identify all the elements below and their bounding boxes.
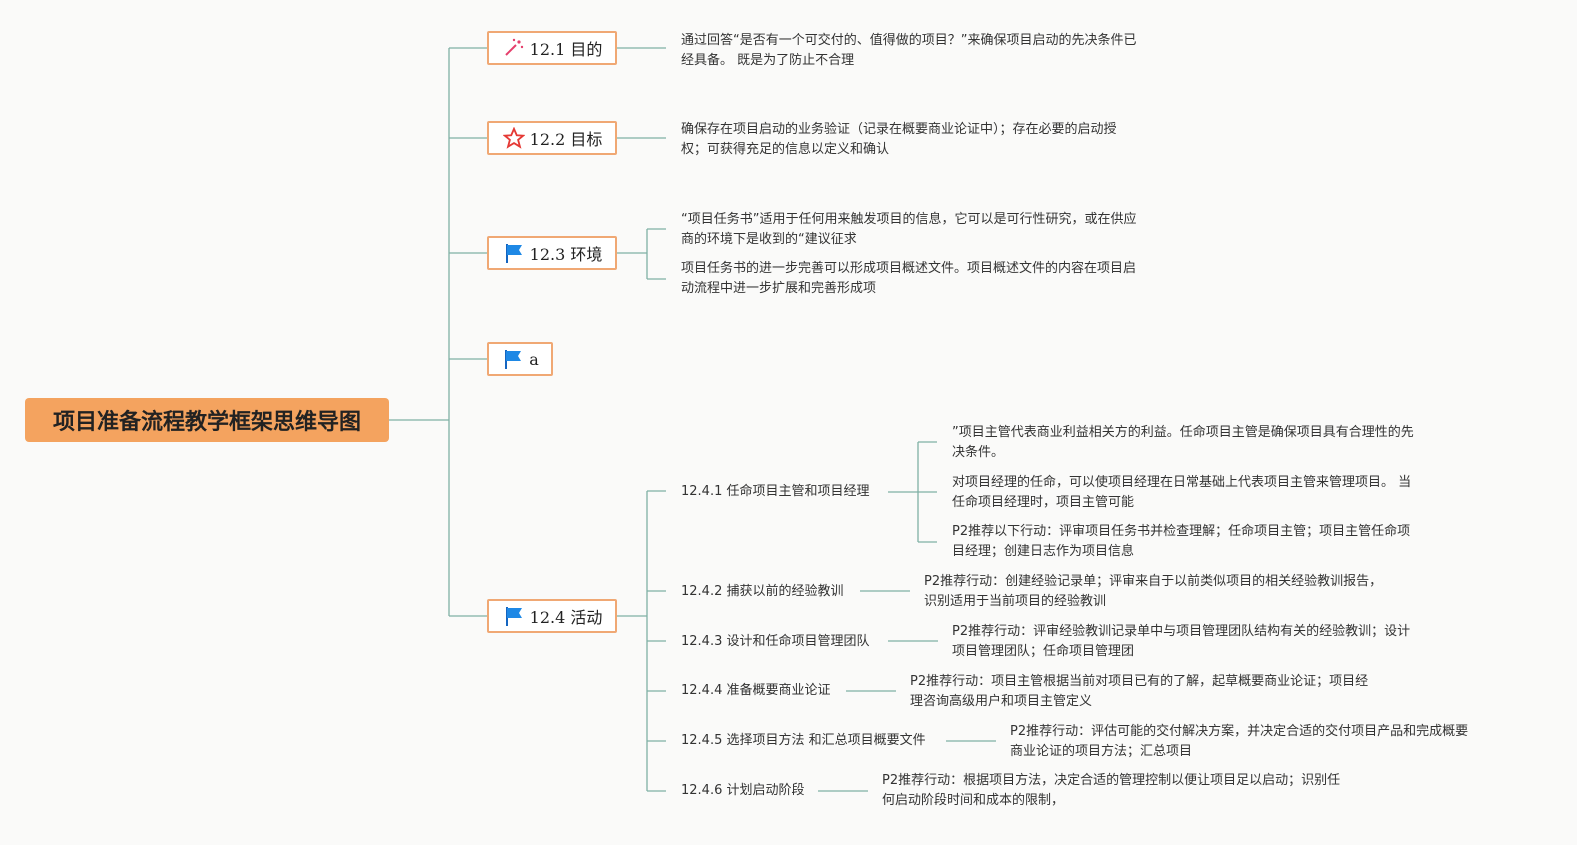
- detail-line: P2推荐行动：评估可能的交付解决方案，并决定合适的交付项目产品和完成概要: [1010, 724, 1469, 739]
- detail-12-4-3[interactable]: P2推荐行动：评审经验教训记录单中与项目管理团队结构有关的经验教训；设计 项目管…: [952, 622, 1410, 662]
- detail-12-4-5[interactable]: P2推荐行动：评估可能的交付解决方案，并决定合适的交付项目产品和完成概要 商业论…: [1010, 722, 1468, 762]
- topic-12-3[interactable]: 12.3 环境: [487, 236, 617, 270]
- note-line: 商的环境下是收到的“建议征求: [681, 232, 857, 247]
- detail-line: 商业论证的项目方法；汇总项目: [1010, 744, 1193, 759]
- note-line: 经具备。 既是为了防止不合理: [681, 53, 855, 68]
- detail-line: 目经理；创建日志作为项目信息: [952, 544, 1135, 559]
- activity-12-4-2[interactable]: 12.4.2 捕获以前的经验教训: [681, 584, 844, 599]
- topic-label: 12.1 目的: [529, 40, 603, 59]
- topic-label: 12.3 环境: [529, 245, 603, 264]
- note-line: 通过回答“是否有一个可交付的、值得做的项目？”来确保项目启动的先决条件已: [681, 33, 1137, 48]
- note-12-3-a[interactable]: “项目任务书”适用于任何用来触发项目的信息，它可以是可行性研究，或在供应 商的环…: [681, 210, 1136, 250]
- topic-label: 12.2 目标: [529, 130, 603, 149]
- magic-wand-icon: [502, 37, 526, 59]
- note-line: 动流程中进一步扩展和完善形成项: [681, 281, 877, 296]
- detail-line: 项目管理团队；任命项目管理团: [952, 644, 1135, 659]
- topic-label: 12.4 活动: [529, 608, 603, 627]
- detail-line: 识别适用于当前项目的经验教训: [924, 594, 1107, 609]
- flag-icon: [502, 605, 526, 627]
- detail-line: P2推荐行动：评审经验教训记录单中与项目管理团队结构有关的经验教训；设计: [952, 624, 1411, 639]
- note-12-2[interactable]: 确保存在项目启动的业务验证（记录在概要商业论证中）；存在必要的启动授 权；可获得…: [681, 120, 1117, 160]
- detail-line: 理咨询高级用户和项目主管定义: [910, 694, 1093, 709]
- note-12-1[interactable]: 通过回答“是否有一个可交付的、值得做的项目？”来确保项目启动的先决条件已 经具备…: [681, 31, 1136, 71]
- detail-12-4-1-a[interactable]: ”项目主管代表商业利益相关方的利益。任命项目主管是确保项目具有合理性的先 决条件…: [952, 423, 1414, 463]
- note-line: 项目任务书的进一步完善可以形成项目概述文件。项目概述文件的内容在项目启: [681, 261, 1137, 276]
- detail-12-4-2[interactable]: P2推荐行动：创建经验记录单；评审来自于以前类似项目的相关经验教训报告， 识别适…: [924, 572, 1382, 612]
- topic-label: a: [529, 349, 539, 369]
- star-icon: [502, 127, 526, 149]
- detail-line: 任命项目经理时，项目主管可能: [952, 495, 1135, 510]
- root-topic[interactable]: 项目准备流程教学框架思维导图: [25, 398, 389, 442]
- topic-a[interactable]: a: [487, 342, 553, 376]
- detail-12-4-1-c[interactable]: P2推荐以下行动：评审项目任务书并检查理解；任命项目主管；项目主管任命项 目经理…: [952, 522, 1410, 562]
- activity-12-4-5[interactable]: 12.4.5 选择项目方法 和汇总项目概要文件: [681, 733, 926, 748]
- topic-12-4[interactable]: 12.4 活动: [487, 599, 617, 633]
- flag-icon: [501, 348, 525, 370]
- detail-line: 对项目经理的任命，可以使项目经理在日常基础上代表项目主管来管理项目。 当: [952, 475, 1412, 490]
- note-12-3-b[interactable]: 项目任务书的进一步完善可以形成项目概述文件。项目概述文件的内容在项目启 动流程中…: [681, 259, 1136, 299]
- activity-12-4-4[interactable]: 12.4.4 准备概要商业论证: [681, 683, 831, 698]
- detail-line: P2推荐行动：项目主管根据当前对项目已有的了解，起草概要商业论证；项目经: [910, 674, 1369, 689]
- detail-line: 何启动阶段时间和成本的限制，: [882, 793, 1065, 808]
- detail-line: 决条件。: [952, 445, 1005, 460]
- detail-12-4-1-b[interactable]: 对项目经理的任命，可以使项目经理在日常基础上代表项目主管来管理项目。 当 任命项…: [952, 473, 1411, 513]
- note-line: 权；可获得充足的信息以定义和确认: [681, 142, 890, 157]
- activity-12-4-1[interactable]: 12.4.1 任命项目主管和项目经理: [681, 484, 870, 499]
- activity-12-4-6[interactable]: 12.4.6 计划启动阶段: [681, 783, 805, 798]
- topic-12-2[interactable]: 12.2 目标: [487, 121, 617, 155]
- note-line: 确保存在项目启动的业务验证（记录在概要商业论证中）；存在必要的启动授: [681, 122, 1117, 137]
- detail-line: P2推荐以下行动：评审项目任务书并检查理解；任命项目主管；项目主管任命项: [952, 524, 1411, 539]
- topic-12-1[interactable]: 12.1 目的: [487, 31, 617, 65]
- detail-line: P2推荐行动：根据项目方法，决定合适的管理控制以便让项目足以启动；识别任: [882, 773, 1341, 788]
- flag-icon: [502, 242, 526, 264]
- detail-12-4-6[interactable]: P2推荐行动：根据项目方法，决定合适的管理控制以便让项目足以启动；识别任 何启动…: [882, 771, 1340, 811]
- detail-line: ”项目主管代表商业利益相关方的利益。任命项目主管是确保项目具有合理性的先: [952, 425, 1414, 440]
- detail-12-4-4[interactable]: P2推荐行动：项目主管根据当前对项目已有的了解，起草概要商业论证；项目经 理咨询…: [910, 672, 1368, 712]
- note-line: “项目任务书”适用于任何用来触发项目的信息，它可以是可行性研究，或在供应: [681, 212, 1137, 227]
- detail-line: P2推荐行动：创建经验记录单；评审来自于以前类似项目的相关经验教训报告，: [924, 574, 1383, 589]
- root-title: 项目准备流程教学框架思维导图: [52, 410, 361, 435]
- activity-12-4-3[interactable]: 12.4.3 设计和任命项目管理团队: [681, 634, 870, 649]
